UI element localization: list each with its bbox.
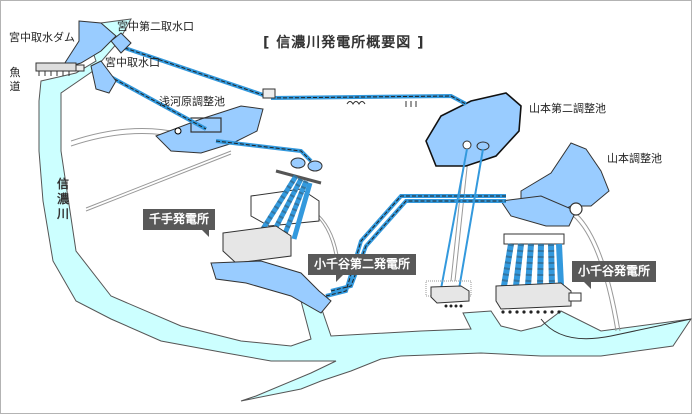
junction-box xyxy=(262,88,276,99)
label-miyanaka-intake-2: 宮中第二取水口 xyxy=(117,20,194,33)
label-fishway: 魚道 xyxy=(9,66,21,94)
dam-reservoir xyxy=(59,20,117,70)
label-asagawara-pond: 浅河原調整池 xyxy=(159,95,225,108)
senju-station-structure xyxy=(210,174,332,314)
surge-tank-icon xyxy=(275,157,323,185)
siphon-icon xyxy=(405,101,417,107)
ojiya-station-structure xyxy=(495,233,582,314)
page-title: [ 信濃川発電所概要図 ] xyxy=(263,35,425,51)
yamamoto-2nd-pond xyxy=(425,92,522,167)
label-miyanaka-intake: 宮中取水口 xyxy=(105,56,160,69)
callout-senju-station: 千手発電所 xyxy=(143,209,216,238)
label-shinano-river: 信濃川 xyxy=(56,177,69,221)
shinano-river xyxy=(38,18,692,402)
asagawara-pond xyxy=(155,105,264,154)
label-yamamoto-pond: 山本調整池 xyxy=(607,152,662,165)
ojiya-2nd-station-structure xyxy=(425,148,484,308)
aqueduct-icon xyxy=(346,101,366,105)
headrace-channels xyxy=(108,44,506,298)
intake-structure xyxy=(90,60,117,94)
label-miyanaka-dam: 宮中取水ダム xyxy=(9,31,75,44)
label-yamamoto-2nd-pond: 山本第二調整池 xyxy=(529,102,606,115)
callout-ojiya-2nd-station: 小千谷第二発電所 xyxy=(308,254,417,283)
callout-ojiya-station: 小千谷発電所 xyxy=(572,261,657,290)
dam-icon xyxy=(35,62,85,76)
intake-2-structure xyxy=(110,32,132,54)
